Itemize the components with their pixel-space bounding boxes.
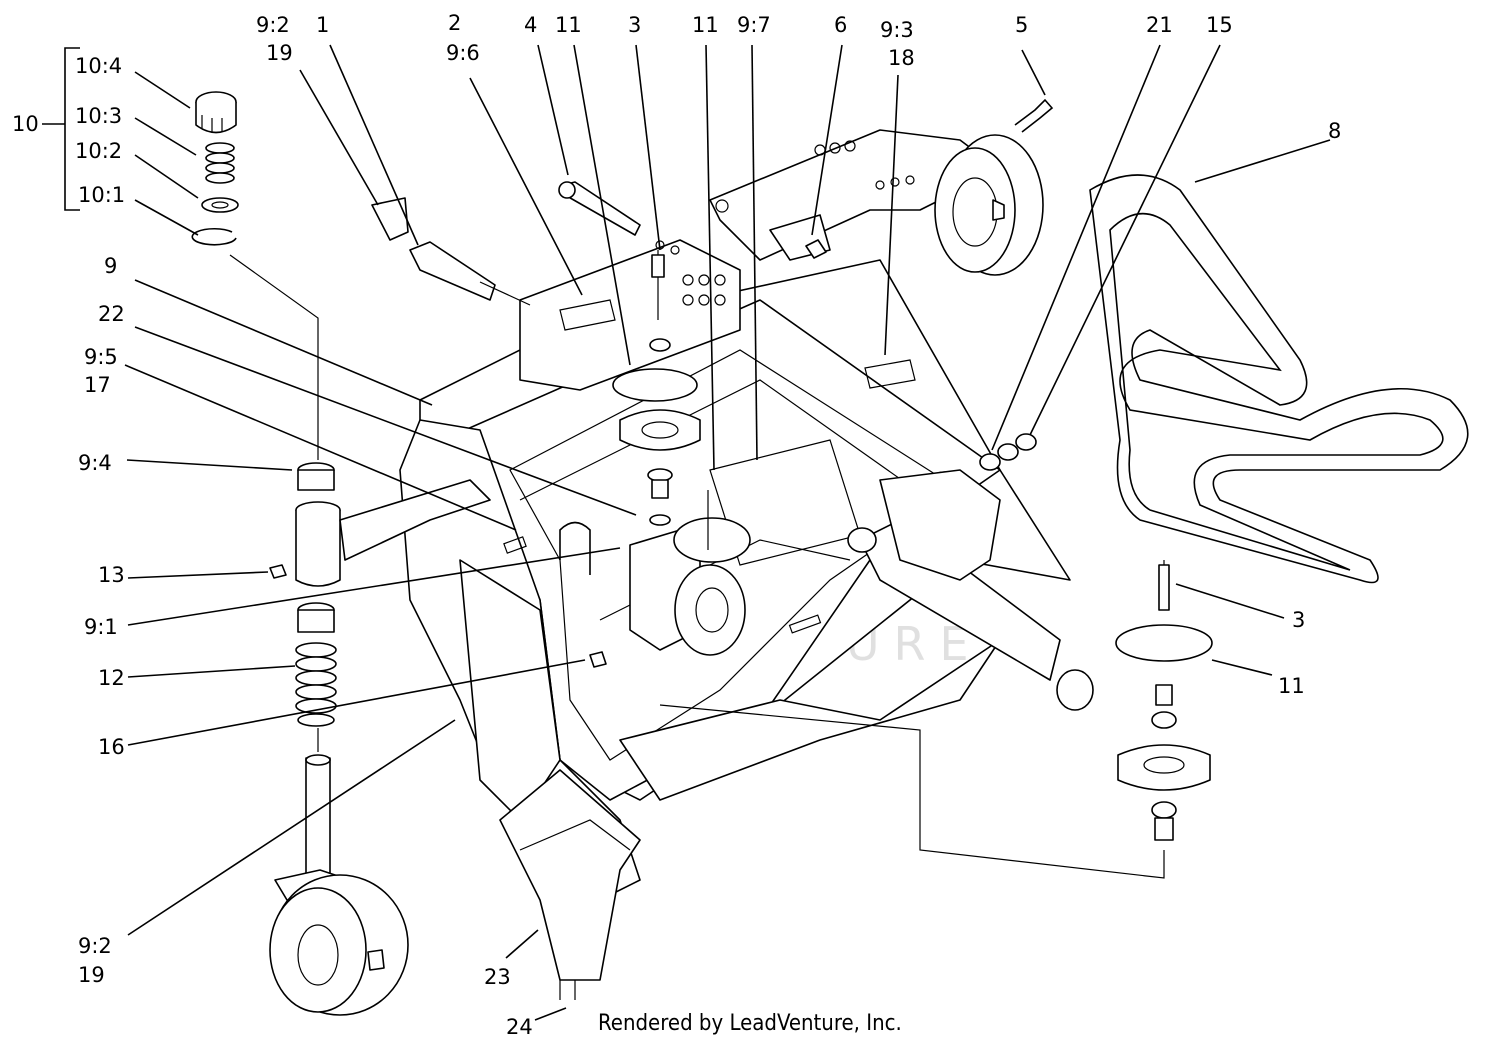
callout-12: 12 bbox=[98, 666, 125, 690]
callout-labels: 10:4 10:3 10:2 10:1 10 9:2 19 1 2 9:6 4 … bbox=[12, 11, 1341, 1039]
callout-9: 9 bbox=[104, 254, 117, 278]
right-spindle-assembly bbox=[659, 433, 1213, 879]
callout-23: 23 bbox=[484, 965, 511, 989]
callout-11-b: 11 bbox=[692, 13, 719, 37]
callout-10-1: 10:1 bbox=[78, 183, 125, 207]
callout-8: 8 bbox=[1328, 119, 1341, 143]
callout-21: 21 bbox=[1146, 13, 1173, 37]
callout-9-1: 9:1 bbox=[84, 615, 118, 639]
callout-22: 22 bbox=[98, 302, 125, 326]
callout-11-right: 11 bbox=[1278, 674, 1305, 698]
caster-assembly bbox=[191, 91, 491, 1016]
callout-9-7: 9:7 bbox=[737, 13, 771, 37]
callout-3-top: 3 bbox=[628, 13, 641, 37]
callout-19-top: 19 bbox=[266, 41, 293, 65]
callout-17: 17 bbox=[84, 373, 111, 397]
callout-19-bottom: 19 bbox=[78, 963, 105, 987]
drive-belt bbox=[1089, 174, 1469, 584]
callout-11-a: 11 bbox=[555, 13, 582, 37]
callout-10: 10 bbox=[12, 112, 39, 136]
callout-10-2: 10:2 bbox=[75, 139, 122, 163]
callout-9-2-top: 9:2 bbox=[256, 13, 290, 37]
callout-15: 15 bbox=[1206, 13, 1233, 37]
leader-lines bbox=[42, 44, 1331, 1021]
callout-10-4: 10:4 bbox=[75, 54, 122, 78]
callout-9-2-bottom: 9:2 bbox=[78, 934, 112, 958]
callout-16: 16 bbox=[98, 735, 125, 759]
callout-9-4: 9:4 bbox=[78, 451, 112, 475]
callout-1: 1 bbox=[316, 13, 329, 37]
callout-2: 2 bbox=[448, 11, 461, 35]
callout-9-5: 9:5 bbox=[84, 345, 118, 369]
front-pin-assembly bbox=[371, 181, 641, 306]
rear-arm-assembly bbox=[709, 98, 1054, 276]
callout-9-3: 9:3 bbox=[880, 18, 914, 42]
callout-3-right: 3 bbox=[1292, 608, 1305, 632]
callout-18: 18 bbox=[888, 46, 915, 70]
callout-6: 6 bbox=[834, 13, 847, 37]
credit-text: Rendered by LeadVenture, Inc. bbox=[598, 1011, 902, 1036]
center-spindle-assembly bbox=[559, 250, 1094, 711]
callout-13: 13 bbox=[98, 563, 125, 587]
callout-4: 4 bbox=[524, 13, 537, 37]
callout-9-6: 9:6 bbox=[446, 41, 480, 65]
callout-24: 24 bbox=[506, 1015, 533, 1039]
callout-5: 5 bbox=[1015, 13, 1028, 37]
callout-10-3: 10:3 bbox=[75, 104, 122, 128]
